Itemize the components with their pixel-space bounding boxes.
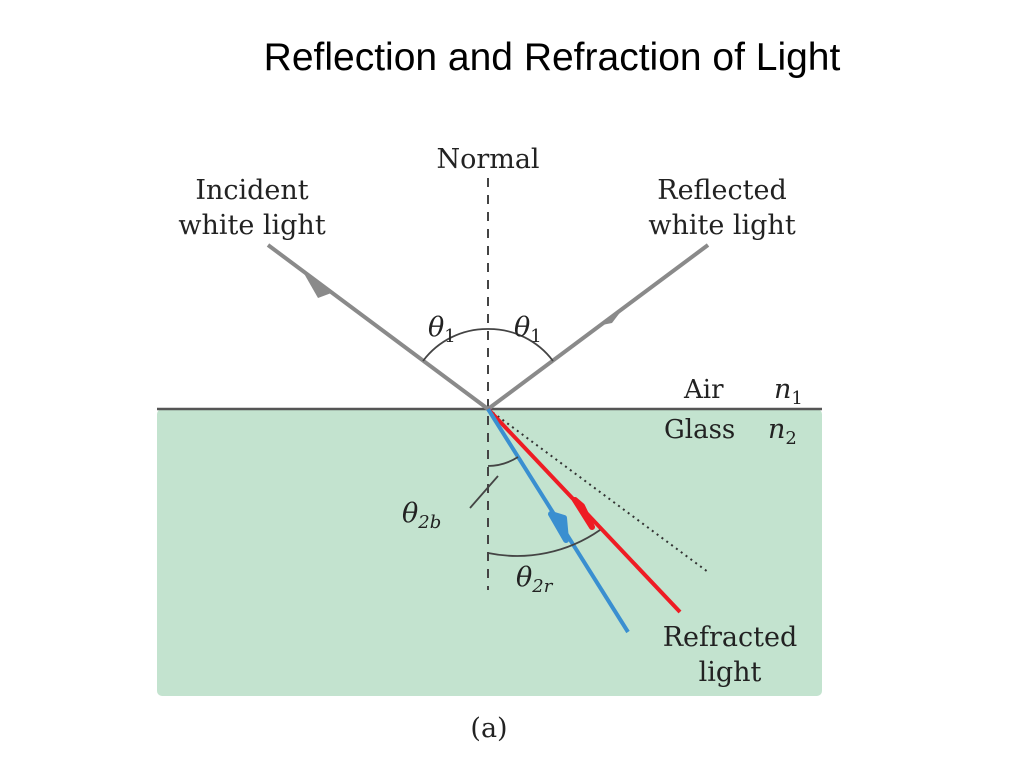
theta2b-label: θ2b [402, 498, 441, 533]
reflected-label-line2: white light [648, 210, 795, 241]
slide-title: Reflection and Refraction of Light [263, 36, 841, 79]
theta2r-label: θ2r [516, 562, 554, 597]
blue-arrow [548, 511, 569, 543]
arc-theta1-reflected [487, 328, 554, 362]
arc-theta2r [487, 529, 601, 557]
glass-label: Glass [664, 415, 735, 445]
refracted-label-line2: light [699, 657, 762, 688]
undeviated-path-dotted [487, 408, 709, 573]
incident-label-line1: Incident [195, 175, 308, 206]
incident-arrow [302, 270, 334, 298]
incident-label-line2: white light [178, 210, 325, 241]
n1-label: n1 [774, 374, 803, 409]
normal-label: Normal [436, 144, 539, 175]
reflected-arrow [597, 306, 625, 326]
reflected-label-line1: Reflected [657, 175, 787, 206]
leader-theta2b [469, 475, 499, 509]
red-arrow [572, 497, 595, 530]
theta1-incident-label: θ1 [428, 312, 456, 347]
arc-theta2b [487, 456, 519, 467]
arc-theta1-incident [422, 328, 489, 362]
air-label: Air [683, 375, 724, 405]
reflected-ray [486, 243, 710, 411]
refracted-label-line1: Refracted [663, 622, 798, 653]
n2-label: n2 [768, 414, 797, 449]
theta1-reflected-label: θ1 [514, 312, 542, 347]
figure-caption: (a) [470, 713, 507, 744]
